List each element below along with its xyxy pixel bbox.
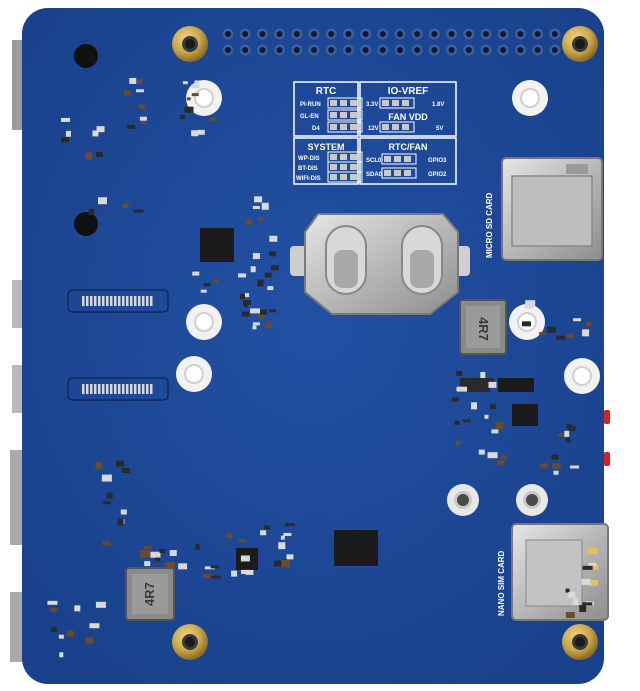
- label-wifi-dis: WIFI-DIS: [296, 176, 321, 182]
- label-1v8: 1.8V: [432, 102, 444, 108]
- label-sda0: SDA0: [366, 172, 383, 178]
- inductor-bottom-label: 4R7: [142, 582, 157, 606]
- label-io-vref: IO-VREF: [388, 86, 429, 97]
- gpio-header-holes: [222, 28, 561, 56]
- inductor-top-label: 4R7: [476, 317, 491, 341]
- micro-sd-slot: [501, 157, 603, 261]
- label-bt-dis: BT-DIS: [298, 166, 318, 172]
- label-fan-vdd: FAN VDD: [388, 112, 428, 122]
- label-scl0: SCL0: [366, 158, 382, 164]
- coin-battery-holder: [290, 213, 470, 315]
- black-holes: [74, 44, 98, 236]
- jumper-silk-panels: [293, 81, 457, 185]
- mount-hole-icon: [172, 26, 208, 62]
- label-d4: D4: [312, 126, 320, 132]
- label-gpio2: GPIO2: [428, 172, 447, 178]
- nano-sim-slot: [511, 523, 609, 621]
- label-gl-en: GL-EN: [300, 114, 319, 120]
- inductor-bottom: 4R7: [125, 567, 175, 621]
- label-pi-run: PI-RUN: [300, 102, 321, 108]
- white-plated-holes: [176, 80, 600, 516]
- inductor-top: 4R7: [459, 299, 507, 355]
- jumper-pads: [327, 97, 417, 183]
- label-wp-dis: WP-DIS: [298, 156, 320, 162]
- label-rtc-fan: RTC/FAN: [389, 142, 428, 152]
- mount-hole-icon: [172, 624, 208, 660]
- mount-hole-icon: [562, 624, 598, 660]
- label-3v3: 3.3V: [366, 102, 378, 108]
- gold-mount-holes: [172, 26, 598, 660]
- label-micro-sd-card: MICRO SD CARD: [485, 192, 494, 258]
- label-system: SYSTEM: [307, 142, 344, 152]
- label-nano-sim-card: NANO SIM CARD: [497, 550, 506, 616]
- red-led-icon: [604, 410, 610, 466]
- label-gpio3: GPIO3: [428, 158, 447, 164]
- silk-labels: RTC PI-RUN GL-EN D4 IO-VREF 3.3V 1.8V FA…: [296, 86, 506, 616]
- smd-components: [47, 77, 597, 658]
- fpc-pads: [67, 289, 169, 401]
- mount-hole-icon: [562, 26, 598, 62]
- label-12v: 12V: [368, 126, 379, 132]
- label-5v: 5V: [436, 126, 443, 132]
- label-rtc: RTC: [316, 86, 337, 97]
- ic-chips: [200, 228, 538, 570]
